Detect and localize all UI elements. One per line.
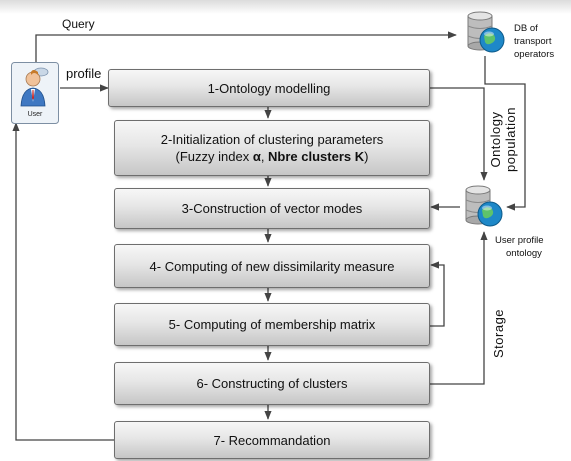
transport-db-label-1: DB of [514,23,538,34]
step-5-membership-matrix: 5- Computing of membership matrix [114,303,430,346]
step-3-label: 3-Construction of vector modes [181,201,363,216]
population-word: population [503,107,518,172]
query-label: Query [62,17,95,31]
ontology-population-arrow [430,87,488,181]
transport-db-label-2: transport [514,36,552,47]
step-2-initialization: 2-Initialization of clustering parameter… [114,120,430,176]
ontology-word: Ontology [488,111,503,168]
recommendation-feedback-arrow [12,122,114,441]
user-profile-ontology-label-1: User profile [495,235,544,246]
step-2-line2-prefix: (Fuzzy index [175,149,253,164]
step-4-label: 4- Computing of new dissimilarity measur… [149,258,395,274]
nbre-clusters-k: Nbre clusters K [268,149,365,164]
step-7-recommandation: 7- Recommandation [114,421,430,459]
step-6-constructing-clusters: 6- Constructing of clusters [114,362,430,405]
query-arrow [35,31,457,62]
db-link-arrow [484,56,526,211]
storage-label: Storage [491,308,506,358]
step-1-label: 1-Ontology modelling [207,80,331,96]
transport-db-label-3: operators [514,49,555,60]
user-icon: User [11,62,59,124]
alpha-symbol: α [252,149,261,164]
user-profile-ontology-icon [465,185,503,227]
step-4-dissimilarity-measure: 4- Computing of new dissimilarity measur… [114,244,430,288]
transport-db-icon [467,11,505,53]
step-2-label-line2: (Fuzzy index α, Nbre clusters K) [176,148,369,165]
user-caption: User [28,111,43,118]
user-profile-ontology-label-2: ontology [506,248,542,259]
step-7-label: 7- Recommandation [213,432,331,448]
step-1-ontology-modelling: 1-Ontology modelling [108,69,430,107]
iteration-loop-arrow [430,261,445,327]
top-shadow [0,0,571,14]
step-5-label: 5- Computing of membership matrix [168,317,376,332]
storage-arrow [430,231,488,385]
profile-label: profile [66,66,102,81]
ontology-population-label: Ontology population [488,107,518,172]
step-3-vector-modes: 3-Construction of vector modes [114,188,430,229]
step-2-line2-suffix: ) [364,149,369,164]
step-6-label: 6- Constructing of clusters [196,376,348,391]
step-2-label-line1: 2-Initialization of clustering parameter… [160,132,384,147]
step-2-line2-separator: , [260,149,269,164]
